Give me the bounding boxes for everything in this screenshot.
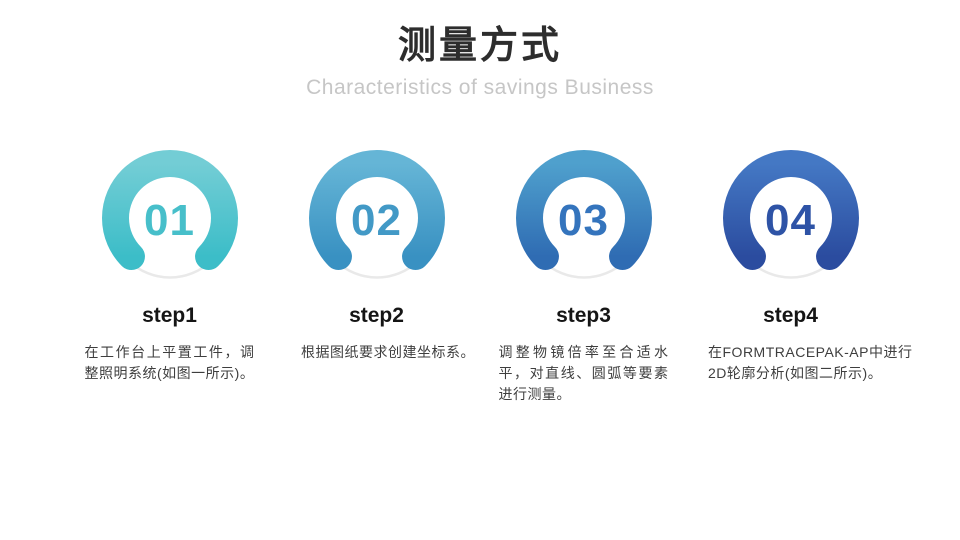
- step-description: 在工作台上平置工件，调整照明系统(如图一所示)。: [84, 344, 255, 381]
- step-label: step2: [349, 304, 404, 327]
- step-ring-2: 02: [307, 148, 447, 288]
- step-column-4: 04 step4 在FORMTRACEPAK-AP中进行 2D轮廓分析(如图二所…: [687, 148, 912, 405]
- step-description: 调整物镜倍率至合适水平，对直线、圆弧等要素进行测量。: [498, 344, 669, 402]
- gauge-ring-icon: [722, 150, 859, 279]
- ring-arc: [515, 150, 652, 271]
- ring-arc: [101, 150, 238, 271]
- page-title: 测量方式: [397, 25, 562, 67]
- gauge-ring-icon: [308, 150, 445, 279]
- ring-arc: [308, 150, 445, 271]
- step-column-3: 03 step3 调整物镜倍率至合适水平，对直线、圆弧等要素进行测量。: [480, 148, 687, 405]
- step-column-2: 02 step2 根据图纸要求创建坐标系。: [273, 148, 480, 405]
- step-ring-1: 01: [100, 148, 240, 288]
- step-description: 根据图纸要求创建坐标系。: [301, 344, 475, 360]
- step-ring-3: 03: [514, 148, 654, 288]
- step-label: step4: [763, 304, 818, 327]
- ring-arc: [722, 150, 859, 271]
- step-number: 04: [765, 195, 816, 245]
- steps-row: 01 step1 在工作台上平置工件，调整照明系统(如图一所示)。 02 ste…: [66, 148, 912, 405]
- slide-header: 测量方式 Characteristics of savings Business: [0, 0, 960, 100]
- step-label: step1: [142, 304, 197, 327]
- step-number: 01: [144, 195, 195, 245]
- step-ring-4: 04: [721, 148, 861, 288]
- step-number: 03: [558, 195, 609, 245]
- gauge-ring-icon: [101, 150, 238, 279]
- gauge-ring-icon: [515, 150, 652, 279]
- page-subtitle: Characteristics of savings Business: [306, 76, 654, 99]
- step-description: 在FORMTRACEPAK-AP中进行 2D轮廓分析(如图二所示)。: [708, 344, 913, 381]
- step-label: step3: [556, 304, 611, 327]
- step-number: 02: [351, 195, 402, 245]
- step-column-1: 01 step1 在工作台上平置工件，调整照明系统(如图一所示)。: [66, 148, 273, 405]
